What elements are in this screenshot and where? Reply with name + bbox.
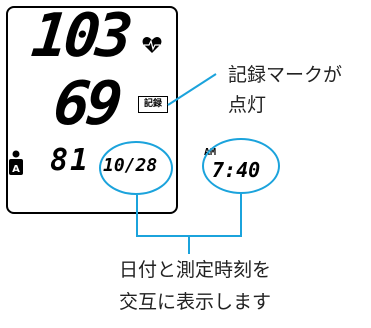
datetime-callout-line2: 交互に表示します xyxy=(118,291,271,313)
memory-mark: 記録 xyxy=(138,96,168,113)
datetime-callout-line1: 日付と測定時刻を xyxy=(118,259,271,281)
memory-callout-line2: 点灯 xyxy=(228,94,267,116)
datetime-callout: 日付と測定時刻を 交互に表示します xyxy=(60,254,330,318)
pulse-value: 81 xyxy=(50,143,91,178)
date-highlight-ring xyxy=(99,141,173,195)
person-icon: A xyxy=(9,150,23,175)
svg-text:A: A xyxy=(12,164,20,175)
memory-callout: 記録マークが 点灯 xyxy=(228,60,342,120)
memory-callout-line1: 記録マークが xyxy=(228,64,343,86)
time-highlight-ring xyxy=(202,138,280,194)
heart-icon xyxy=(142,37,162,53)
